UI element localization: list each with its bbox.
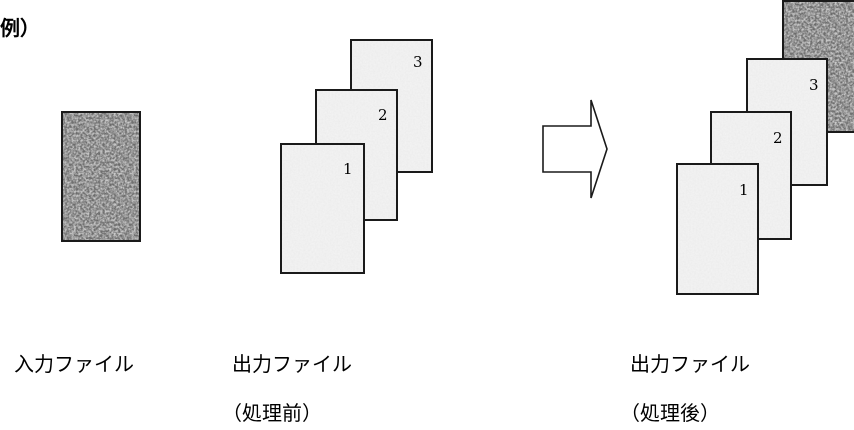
page-number: 3	[413, 53, 423, 71]
output-before-subcaption: （処理前）	[222, 401, 322, 425]
output-before-caption: 出力ファイル	[232, 352, 352, 376]
right-arrow-icon	[542, 99, 608, 199]
example-heading: 例）	[0, 16, 40, 40]
page-number: 1	[343, 160, 353, 178]
output-after-subcaption: （処理後）	[620, 401, 720, 425]
output-after-page-1: 1	[676, 163, 759, 295]
output-before-page-1: 1	[280, 143, 365, 274]
input-file-caption: 入力ファイル	[14, 352, 134, 376]
page-number: 2	[378, 106, 388, 124]
page-number: 2	[773, 129, 783, 147]
page-number: 3	[809, 76, 819, 94]
output-after-caption: 出力ファイル	[630, 352, 750, 376]
page-number: 1	[739, 181, 749, 199]
input-file-page	[61, 111, 141, 242]
